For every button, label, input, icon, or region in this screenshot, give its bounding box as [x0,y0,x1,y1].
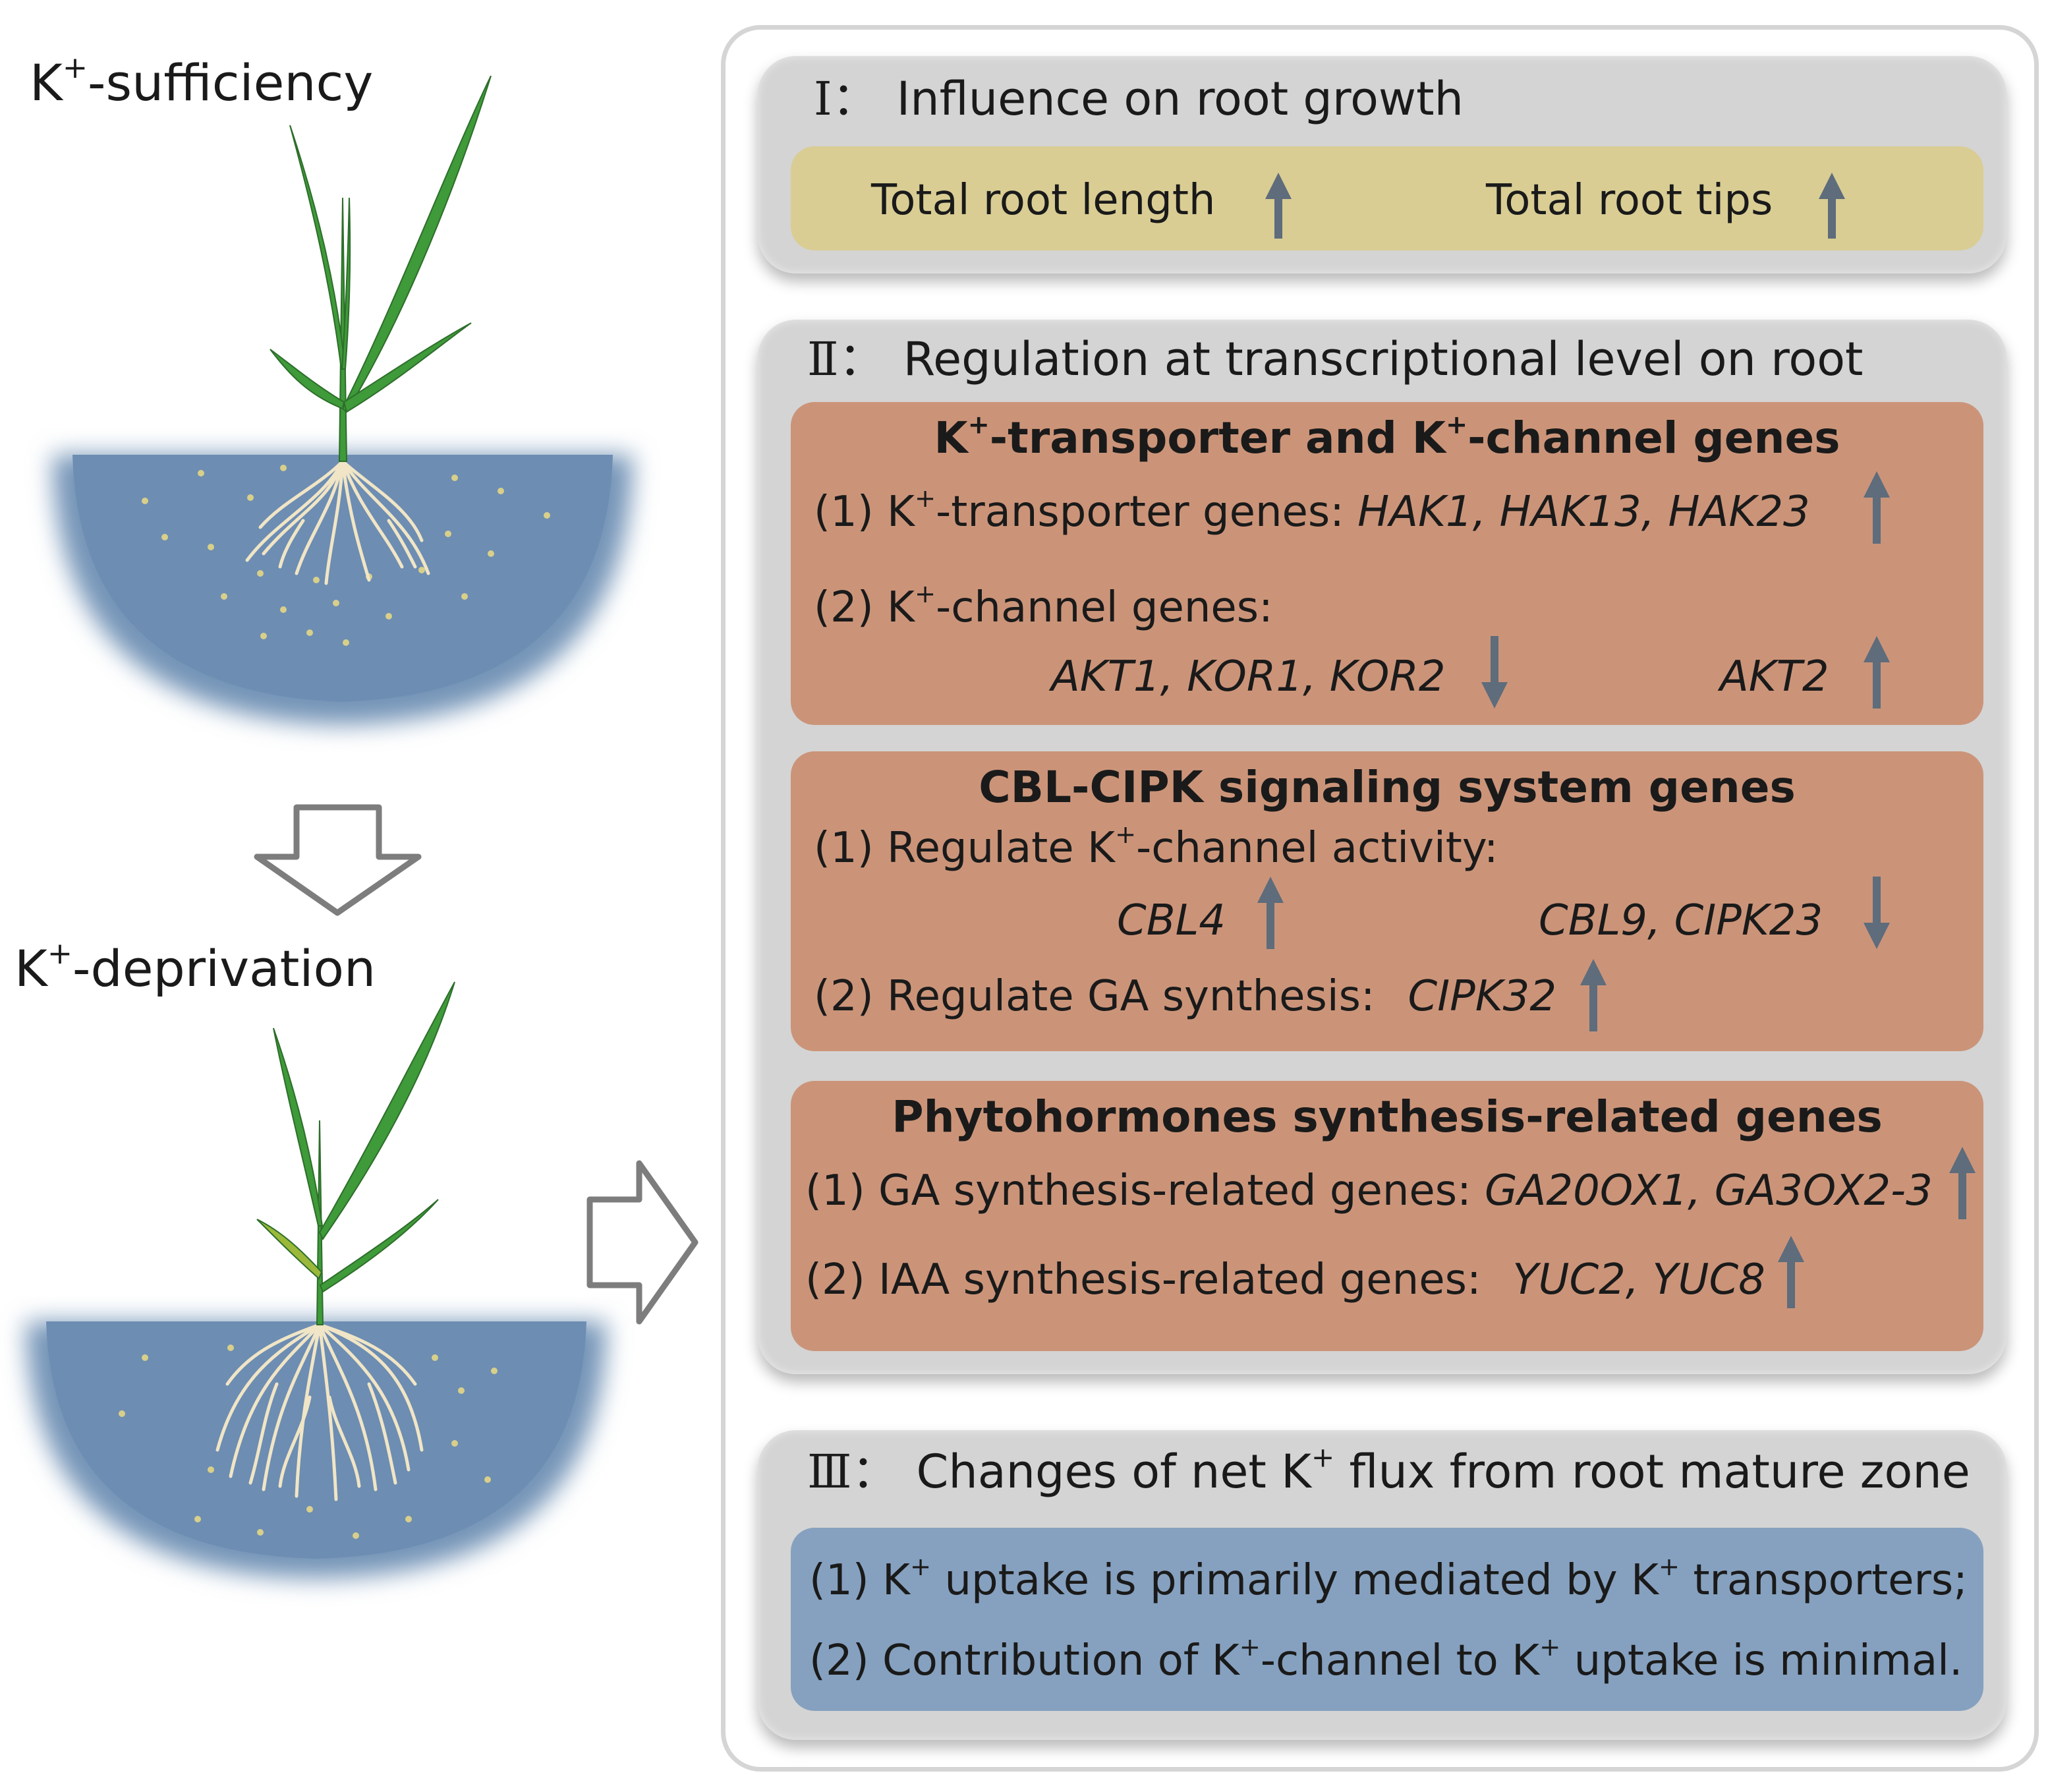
down-arrow-icon [1481,636,1508,708]
up-arrow-icon [1864,471,1890,544]
channel-activity-line: (1) Regulate K+-channel activity: [814,820,1498,873]
up-arrow-icon [1819,173,1845,239]
box-2-heading: CBL-CIPK signaling system genes [979,762,1796,813]
iaa-genes-line: (2) IAA synthesis-related genes:YUC2, YU… [805,1256,1765,1304]
plant-deprivation [256,981,455,1325]
up-arrow-icon [1778,1236,1804,1308]
cbl9-cipk23-genes: CBL9, CIPK23 [1539,896,1823,945]
roots-sufficiency [245,459,430,585]
soil-bowl-deprivation [26,1321,606,1578]
soil-bowl-sufficiency [53,455,633,725]
box-1-heading: K+-transporter and K+-channel genes [934,409,1840,463]
hollow-right-arrow [586,1160,698,1325]
up-arrow-icon [1864,636,1890,708]
plant-illustrations [26,75,698,1578]
deprivation-label: K+-deprivation [14,935,376,998]
up-arrow-icon [1949,1147,1976,1219]
ga-synthesis-line: (2) Regulate GA synthesis:CIPK32 [814,972,1557,1021]
up-arrow-icon [1257,877,1284,949]
channel-genes-line: (2) K+-channel genes: [814,579,1273,632]
transporter-channel-box: K+-transporter and K+-channel genes (1) … [791,402,1983,725]
roots-deprivation [215,1323,424,1501]
k-channel-contribution-line: (2) Contribution of K+-channel to K+ upt… [809,1633,1963,1685]
k-uptake-transporters-line: (1) K+ uptake is primarily mediated by K… [809,1552,1968,1605]
total-root-length: Total root length [871,176,1216,225]
up-arrow-icon [1580,959,1607,1031]
cbl4-gene: CBL4 [1117,896,1226,945]
up-arrow-icon [1265,173,1292,239]
hollow-down-arrow [254,804,422,916]
cbl-cipk-box: CBL-CIPK signaling system genes (1) Regu… [791,751,1983,1051]
akt1-kor-genes: AKT1, KOR1, KOR2 [1051,652,1446,701]
phytohormones-box: Phytohormones synthesis-related genes (1… [791,1081,1983,1351]
box-3-heading: Phytohormones synthesis-related genes [892,1091,1883,1142]
panel-3-title: Ⅲ：Changes of net K+ flux from root matur… [807,1441,1970,1499]
down-arrow-icon [1864,877,1890,949]
plant-sufficiency [270,75,492,462]
panel-2-title: Ⅱ：Regulation at transcriptional level on… [807,332,1864,386]
sufficiency-label: K+-sufficiency [30,49,374,112]
root-growth-box: Total root length Total root tips [791,146,1983,250]
ga-genes-line: (1) GA synthesis-related genes: GA20OX1,… [805,1167,1933,1215]
akt2-gene: AKT2 [1720,652,1829,701]
panel-1-title: Ⅰ：Influence on root growth [814,72,1464,126]
k-flux-box: (1) K+ uptake is primarily mediated by K… [791,1528,1983,1711]
total-root-tips: Total root tips [1486,176,1773,225]
transporter-genes-line: (1) K+-transporter genes: HAK1, HAK13, H… [814,484,1810,536]
